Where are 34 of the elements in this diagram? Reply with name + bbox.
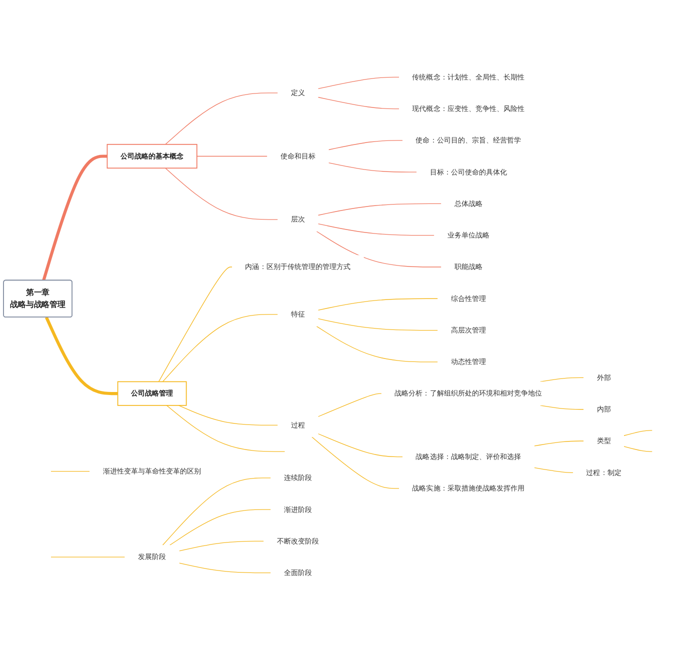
connector xyxy=(318,203,442,216)
connector xyxy=(42,154,108,281)
connector xyxy=(318,96,400,110)
connector xyxy=(44,316,118,396)
connector xyxy=(624,446,652,452)
connector xyxy=(318,318,438,331)
connector xyxy=(318,223,434,236)
connector xyxy=(534,440,584,446)
connector xyxy=(540,377,584,382)
connector xyxy=(178,540,264,552)
connector xyxy=(178,405,278,426)
connector xyxy=(328,140,403,150)
connector xyxy=(162,314,278,382)
connector xyxy=(318,393,382,417)
connector xyxy=(316,326,438,362)
connector xyxy=(318,433,403,458)
connector xyxy=(318,76,400,90)
connector xyxy=(316,231,442,268)
connector xyxy=(312,436,400,489)
connector xyxy=(165,168,278,220)
connector xyxy=(165,92,278,145)
connector xyxy=(178,562,272,574)
connector xyxy=(166,405,286,452)
connector xyxy=(318,298,438,310)
connector xyxy=(534,467,574,473)
connector xyxy=(170,509,272,546)
connector xyxy=(162,478,272,546)
connector xyxy=(540,405,584,410)
connector xyxy=(50,556,126,558)
connector xyxy=(196,156,268,157)
connector xyxy=(624,430,652,436)
connector xyxy=(328,162,417,172)
connector xyxy=(158,266,232,382)
connector xyxy=(50,471,90,472)
